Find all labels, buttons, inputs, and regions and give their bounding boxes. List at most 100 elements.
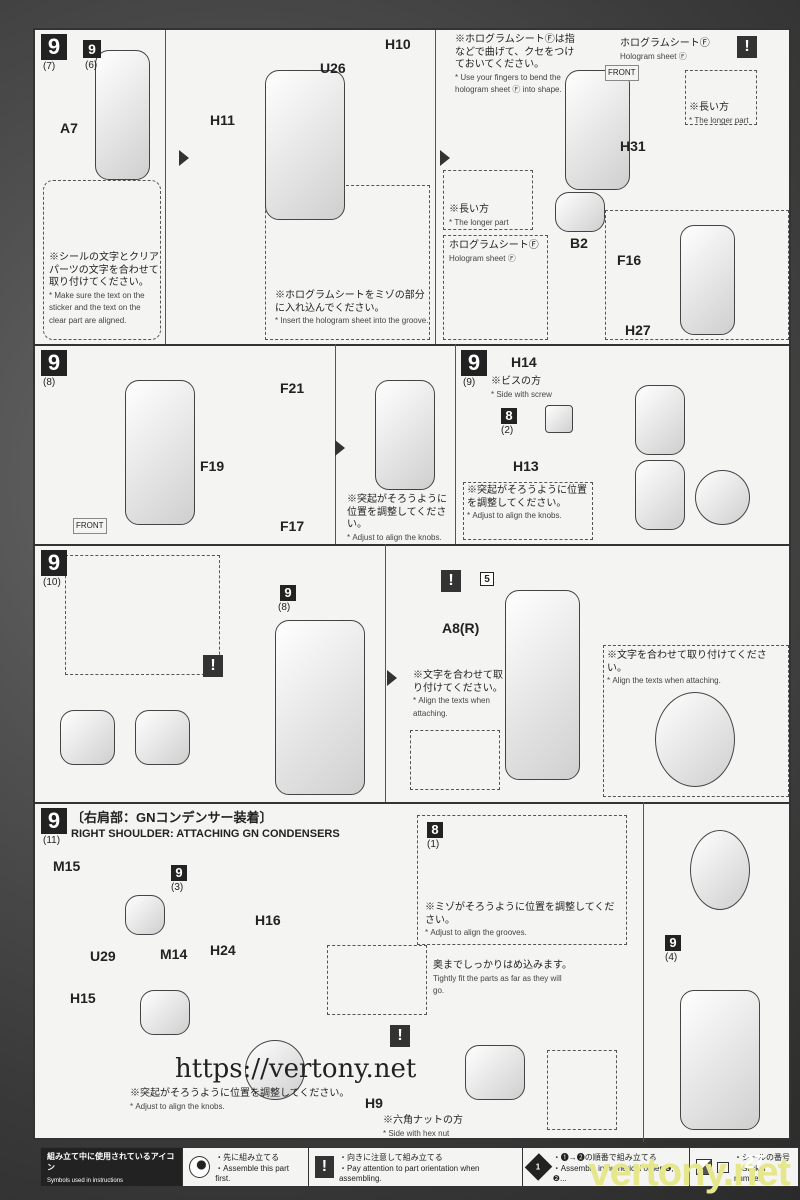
order-number: 1 <box>536 1162 541 1172</box>
ref-step-sub: (6) <box>85 60 98 71</box>
step-number: 9 <box>41 350 67 376</box>
legend-en: ・Sticker number <box>733 1163 767 1183</box>
note-jp: 奥までしっかりはめ込みます。 <box>433 960 572 971</box>
detail-callout <box>605 210 789 340</box>
note-en: * Align the texts when attaching. <box>413 696 490 718</box>
next-arrow <box>335 440 345 456</box>
condenser-wrong <box>60 710 115 765</box>
condenser-part <box>635 460 685 530</box>
note-en: * Insert the hologram sheet into the gro… <box>275 316 429 325</box>
detail-callout <box>685 70 757 125</box>
legend-title-en: Symbols used in instructions <box>47 1178 124 1184</box>
shoulder-part <box>125 380 195 525</box>
part-label: M15 <box>53 858 81 874</box>
detail-callout <box>463 482 593 540</box>
ref-step-sub: (4) <box>665 952 678 963</box>
divider <box>385 544 386 802</box>
shoulder-part <box>275 620 365 795</box>
note-en: * Use your fingers to bend the hologram … <box>455 72 562 95</box>
ref-step: 9 <box>665 935 681 951</box>
assemble-first-icon <box>189 1156 211 1178</box>
part-label: H16 <box>255 912 281 928</box>
part-label: F19 <box>200 458 225 474</box>
ref-step: 8 <box>501 408 517 424</box>
part-label: F16 <box>617 252 642 268</box>
note-jp: ※文字を合わせて取り付けてください。 <box>607 650 767 674</box>
step-number: 9 <box>41 808 67 834</box>
sticker-number: 1 <box>716 1161 729 1173</box>
note-en: * Adjust to align the grooves. <box>425 928 527 937</box>
note-en: * The longer part <box>689 115 749 125</box>
divider <box>35 802 789 804</box>
divider <box>35 344 789 346</box>
ref-step-sub: (1) <box>427 839 440 850</box>
caution-icon: ! <box>737 36 757 58</box>
note-jp: ※ビスの方 <box>491 376 541 387</box>
part-label: U26 <box>320 60 346 76</box>
condenser-correct <box>135 710 190 765</box>
part-label: A7 <box>60 120 78 136</box>
detail-callout <box>417 815 627 945</box>
part-label: H11 <box>210 112 235 128</box>
step-sub: (8) <box>43 377 56 388</box>
page-number: 27 <box>743 1152 764 1172</box>
note-jp: ※長い方 <box>449 204 489 215</box>
legend-item: 1 ・❶→❷の順番で組み立てる・Assemble in numerical ord… <box>523 1148 691 1186</box>
note-en: * Side with screw <box>491 389 552 399</box>
legend-en: ・Assemble this part first. <box>215 1163 289 1183</box>
legend-item: 1・シールの番号・Sticker number <box>690 1148 799 1186</box>
legend-jp: ・❶→❷の順番で組み立てる <box>552 1152 657 1162</box>
part-label: H31 <box>620 138 646 154</box>
part-label: H27 <box>625 322 651 338</box>
caution-icon: ! <box>314 1156 334 1178</box>
step-sub: (10) <box>43 577 61 588</box>
divider <box>165 30 166 344</box>
step-sub: (11) <box>43 835 61 846</box>
ref-step: 8 <box>427 822 443 838</box>
legend-item: ・先に組み立てる・Assemble this part first. <box>183 1148 309 1186</box>
note-jp: ※ホログラムシートⒻは指などで曲げて、クセをつけておいてください。 <box>455 34 575 70</box>
shoulder-part <box>690 830 750 910</box>
note-en: Hologram sheet Ⓕ <box>620 51 687 61</box>
legend-jp: ・向きに注意して組み立てる <box>338 1152 443 1162</box>
legend-en: ・Assemble in numerical order ❶, ❷... <box>552 1163 674 1183</box>
part-label: A8(R) <box>442 620 480 636</box>
screw-part <box>545 405 573 433</box>
detail-callout <box>547 1050 617 1130</box>
part-label: H9 <box>365 1095 383 1111</box>
note-en: * Side with hex nut <box>383 1128 450 1138</box>
shoulder-socket <box>125 895 165 935</box>
note-jp: ※文字を合わせて取り付けてください。 <box>413 670 503 694</box>
shoulder-socket <box>245 1040 305 1100</box>
divider <box>435 30 436 344</box>
part-label: M14 <box>160 946 188 962</box>
next-arrow <box>387 670 397 686</box>
watermark: https://vertony.net <box>175 1054 417 1084</box>
ref-step-sub: (8) <box>278 602 291 613</box>
ref-step: 9 <box>280 585 296 601</box>
part-label: H15 <box>70 990 96 1006</box>
part-label: B2 <box>570 235 588 251</box>
step-number: 9 <box>461 350 487 376</box>
detail-callout <box>43 180 161 340</box>
brand-watermark: vertony.net <box>588 1150 791 1194</box>
condenser-detail <box>655 692 735 787</box>
part-label: U29 <box>90 948 116 964</box>
step-title-en: RIGHT SHOULDER: ATTACHING GN CONDENSERS <box>71 828 340 840</box>
ref-step: 9 <box>83 40 101 58</box>
note-en: * Adjust to align the knobs. <box>347 532 442 542</box>
shoulder-socket <box>465 1045 525 1100</box>
step-title-jp: 〔右肩部：GNコンデンサー装着〕 <box>71 810 273 825</box>
note-jp: ※突起がそろうように位置を調整してください。 <box>347 494 447 530</box>
legend-jp: ・先に組み立てる <box>215 1152 280 1162</box>
sticker-icon <box>696 1159 712 1175</box>
sticker-number: 5 <box>480 572 494 586</box>
condenser-part <box>635 385 685 455</box>
note-en: * Adjust to align the knobs. <box>467 511 562 520</box>
shoulder-part <box>505 590 580 780</box>
next-arrow <box>179 150 189 166</box>
note-jp: ホログラムシートⒻ <box>620 38 710 49</box>
note-en: Hologram sheet Ⓕ <box>449 253 516 263</box>
